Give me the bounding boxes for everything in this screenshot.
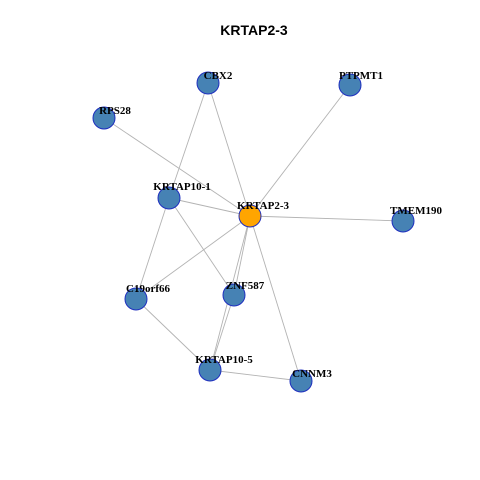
edge-cbx2-krtap2-3	[207, 82, 251, 217]
edge-znf587-krtap10-5	[209, 294, 235, 371]
node-cnnm3	[289, 369, 313, 393]
node-cbx2	[196, 71, 220, 95]
node-krtap10-5	[198, 358, 222, 382]
edge-c19orf66-krtap10-5	[135, 298, 211, 371]
node-label-tmem190: TMEM190	[390, 205, 442, 217]
node-label-krtap2-3: KRTAP2-3	[237, 200, 289, 212]
edge-rps28-krtap2-3	[103, 117, 251, 217]
edge-krtap2-3-cnnm3	[249, 215, 302, 382]
node-znf587	[222, 283, 246, 307]
edges-layer	[103, 82, 404, 382]
edge-krtap2-3-tmem190	[249, 215, 404, 222]
edge-ptpmt1-krtap2-3	[249, 84, 351, 217]
nodes-layer	[92, 71, 415, 393]
node-label-krtap10-1: KRTAP10-1	[153, 181, 210, 193]
node-label-cnnm3: CNNM3	[292, 368, 332, 380]
node-krtap2-3	[238, 204, 262, 228]
node-rps28	[92, 106, 116, 130]
node-ptpmt1	[338, 73, 362, 97]
edge-krtap10-1-krtap2-3	[168, 197, 251, 217]
node-krtap10-1	[157, 186, 181, 210]
node-label-znf587: ZNF587	[226, 280, 265, 292]
edge-cbx2-krtap10-1	[168, 82, 209, 199]
edge-krtap10-1-c19orf66	[135, 197, 170, 300]
node-label-rps28: RPS28	[99, 105, 131, 117]
edge-krtap10-5-cnnm3	[209, 369, 302, 382]
node-label-ptpmt1: PTPMT1	[339, 70, 383, 82]
edge-krtap2-3-c19orf66	[135, 215, 251, 300]
node-label-c19orf66: C19orf66	[126, 283, 170, 295]
node-c19orf66	[124, 287, 148, 311]
node-label-krtap10-5: KRTAP10-5	[195, 354, 253, 366]
edge-krtap10-1-znf587	[168, 197, 235, 296]
node-tmem190	[391, 209, 415, 233]
graph-title: KRTAP2-3	[220, 22, 288, 38]
node-label-cbx2: CBX2	[204, 70, 233, 82]
edge-krtap2-3-znf587	[233, 215, 251, 296]
